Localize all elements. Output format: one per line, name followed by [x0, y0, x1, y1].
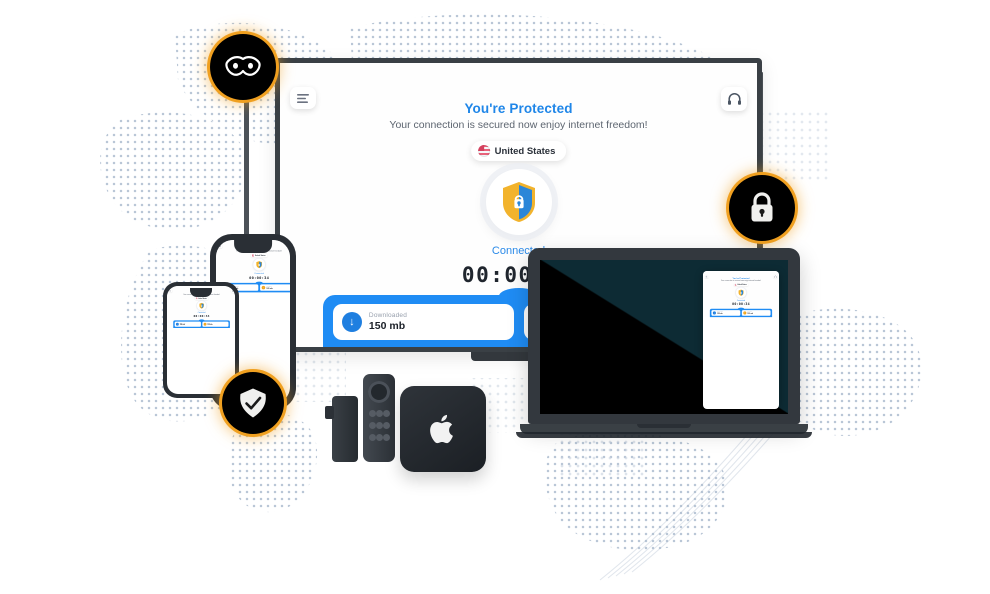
tv-screen: You're Protected Your connection is secu…: [280, 63, 757, 347]
upload-arrow-icon: ↑: [743, 311, 747, 315]
country-selector[interactable]: United States: [194, 297, 209, 300]
page-title: You're Protected: [464, 101, 573, 116]
fire-tv-stick-device: [325, 396, 358, 462]
stat-value: 120 mb: [747, 312, 754, 315]
united-states-flag-icon: [734, 283, 737, 286]
laptop-base-shadow: [516, 432, 812, 438]
hamburger-menu-icon[interactable]: [168, 289, 173, 293]
remote-button[interactable]: [369, 434, 376, 441]
headset-support-icon[interactable]: [231, 289, 235, 293]
connection-shield-button[interactable]: [485, 169, 552, 235]
vpn-app-laptop: You're Protected Your connection is secu…: [703, 271, 779, 409]
session-timer: 00:00:34: [732, 302, 750, 306]
stat-value: 120 mb: [266, 287, 273, 290]
macbook-laptop-device: You're Protected Your connection is secu…: [516, 248, 812, 453]
page-title: You're Protected: [732, 276, 750, 280]
laptop-base: [520, 424, 808, 434]
padlock-icon: [751, 192, 773, 222]
download-arrow-icon: ↓: [712, 311, 716, 315]
remote-button[interactable]: [383, 422, 390, 429]
country-selector[interactable]: United States: [250, 253, 268, 258]
shield-check-icon: [240, 388, 266, 418]
shield-lock-icon: [199, 302, 204, 309]
hamburger-menu-icon[interactable]: [704, 274, 709, 279]
fire-tv-remote-device: [363, 374, 395, 462]
apple-logo-icon: [430, 414, 453, 444]
remote-button[interactable]: [376, 422, 383, 429]
upload-arrow-icon: ↑: [203, 322, 207, 326]
stat-card-uploaded: ↑ Uploaded 120 mb: [741, 310, 771, 316]
android-notch: [190, 288, 212, 297]
smart-tv-device: You're Protected Your connection is secu…: [275, 58, 762, 361]
connection-status: Connected: [736, 299, 746, 302]
stat-value: 120 mb: [207, 323, 213, 326]
connector-line-mask-vertical: [244, 68, 249, 398]
country-selector[interactable]: United States: [733, 283, 749, 287]
mask-icon: [225, 56, 261, 76]
apple-tv-device: [400, 386, 486, 472]
united-states-flag-icon: [195, 297, 198, 300]
connection-status: Connected: [254, 272, 264, 275]
session-timer: 00:00:34: [249, 275, 270, 280]
page-subtitle: Your connection is secured now enjoy int…: [389, 119, 648, 131]
connection-status: Connected: [197, 311, 206, 314]
country-label: United States: [494, 145, 556, 157]
stat-value: 150 mb: [368, 319, 406, 332]
hamburger-menu-icon[interactable]: [217, 244, 223, 249]
tv-bezel: You're Protected Your connection is secu…: [275, 58, 762, 352]
android-screen: You're Protected Your connection is secu…: [167, 286, 235, 394]
connection-shield-button[interactable]: [196, 301, 207, 311]
iphone-notch: [234, 240, 272, 253]
page-subtitle: Your connection is secured now enjoy int…: [720, 279, 762, 282]
remote-button[interactable]: [383, 410, 390, 417]
stat-value: 150 mb: [717, 312, 723, 315]
remote-button[interactable]: [376, 410, 383, 417]
remote-dpad-ring[interactable]: [368, 381, 390, 403]
laptop-screen: You're Protected Your connection is secu…: [540, 260, 788, 414]
session-timer: 00:00:34: [193, 314, 210, 318]
country-label: United States: [198, 297, 207, 300]
stat-card-uploaded: ↑ Uploaded 120 mb: [259, 284, 290, 291]
stat-card-downloaded: ↓ Downloaded 150 mb: [174, 321, 201, 327]
upload-arrow-icon: ↑: [261, 285, 266, 290]
hamburger-menu-icon[interactable]: [290, 87, 316, 109]
anonymity-mask-badge: [210, 34, 276, 100]
united-states-flag-icon: [477, 145, 490, 157]
tv-stand: [470, 352, 567, 361]
data-usage-bar: ↓ Downloaded 150 mb ↑ Uploaded: [709, 308, 773, 318]
connection-shield-button[interactable]: [253, 258, 265, 271]
stat-card-downloaded: ↓ Downloaded 150 mb: [711, 310, 741, 316]
shield-lock-icon: [738, 289, 744, 296]
stat-label: Uploaded: [207, 322, 212, 324]
data-usage-bar: ↓ Downloaded 150 mb ↑ Uploaded 120 mb: [173, 320, 230, 329]
headset-support-icon[interactable]: [721, 87, 747, 111]
android-phone-device: You're Protected Your connection is secu…: [163, 282, 239, 398]
remote-button[interactable]: [376, 434, 383, 441]
shield-lock-icon: [502, 182, 535, 222]
stat-card-uploaded: ↑ Uploaded 120 mb: [202, 321, 229, 327]
stat-value: 150 mb: [179, 323, 185, 326]
connection-shield-button[interactable]: [735, 287, 747, 298]
shield-lock-icon: [256, 261, 262, 269]
stat-label: Uploaded: [266, 285, 272, 288]
remote-button[interactable]: [369, 410, 376, 417]
laptop-lid: You're Protected Your connection is secu…: [528, 248, 800, 424]
united-states-flag-icon: [251, 254, 254, 257]
download-arrow-icon: ↓: [341, 312, 362, 332]
stat-label: Downloaded: [368, 312, 408, 320]
remote-button[interactable]: [383, 434, 390, 441]
country-selector[interactable]: United States: [470, 141, 567, 161]
stat-label: Downloaded: [717, 311, 723, 313]
stat-label: Downloaded: [179, 322, 186, 324]
stat-label: Uploaded: [747, 311, 752, 313]
country-label: United States: [737, 283, 747, 286]
country-label: United States: [254, 254, 266, 257]
headset-support-icon[interactable]: [773, 274, 778, 279]
stat-card-downloaded: ↓ Downloaded 150 mb: [332, 304, 514, 340]
vpn-app-android: You're Protected Your connection is secu…: [167, 286, 235, 329]
remote-button[interactable]: [369, 422, 376, 429]
download-arrow-icon: ↓: [175, 322, 179, 326]
security-lock-badge: [729, 175, 795, 241]
verified-shield-badge: [222, 372, 284, 434]
